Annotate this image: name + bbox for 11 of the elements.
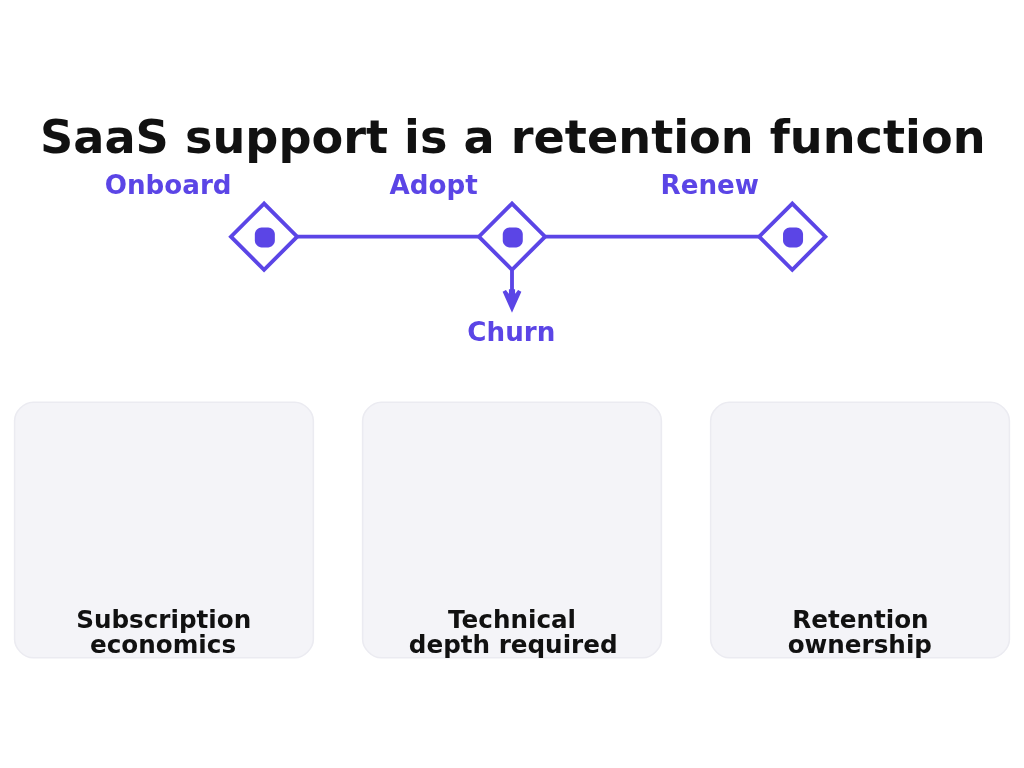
connector (545, 234, 759, 239)
node-label: Renew (660, 169, 760, 200)
node-label: Onboard (104, 169, 232, 200)
diagram-title: SaaS support is a retention function (40, 109, 986, 164)
node-diamond (756, 200, 829, 272)
node-label: Adopt (389, 169, 478, 200)
node-diamond (476, 200, 548, 272)
node-diamond (228, 200, 300, 272)
arrow (502, 269, 522, 310)
node-text: Churn (467, 316, 556, 347)
connector (297, 234, 479, 239)
